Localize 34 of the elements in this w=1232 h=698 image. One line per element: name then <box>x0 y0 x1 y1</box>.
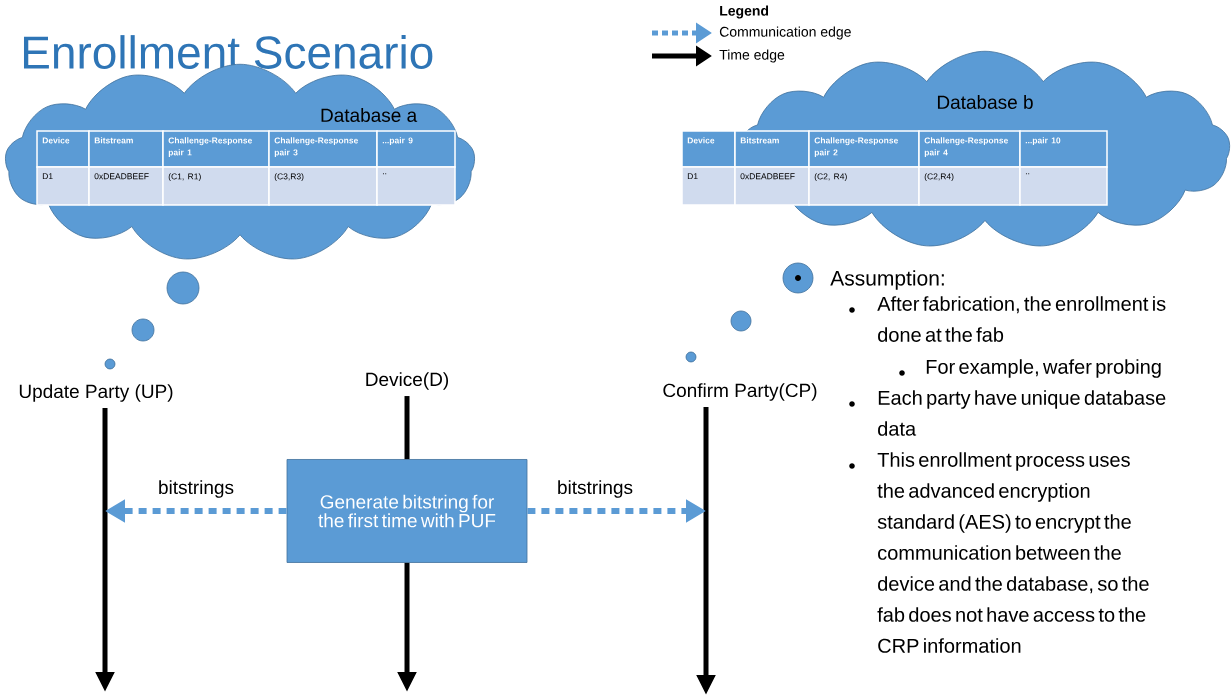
table-cell: (C2, R4) <box>808 166 920 206</box>
note-heading: Assumption: <box>830 270 944 290</box>
table-cell: .. <box>376 166 456 206</box>
party-label: Device(D) <box>366 372 449 390</box>
note-text: Each party have unique database data <box>878 390 1166 436</box>
table-cell: Device <box>681 130 736 168</box>
table-cell: D1 <box>36 166 90 206</box>
table-cell: Challenge-Response pair 3 <box>268 130 378 168</box>
table-cell: Device <box>36 130 90 168</box>
table-cell: (C2,R4) <box>918 166 1021 206</box>
table-cell: Challenge-Response pair 2 <box>808 130 920 168</box>
table-cell: (C3,R3) <box>268 166 378 206</box>
table-cell: Bitstream <box>88 130 164 168</box>
table-cell: Challenge-Response pair 4 <box>918 130 1021 168</box>
party-label: Update Party (UP) <box>19 384 173 402</box>
table-cell: Challenge-Response pair 1 <box>162 130 270 168</box>
table-cell: ...pair 10 <box>1019 130 1108 168</box>
legend-heading: Legend <box>720 5 769 19</box>
table-cell: ...pair 9 <box>376 130 456 168</box>
note-text: After fabrication, the enrollment is done at the fab <box>877 296 1166 342</box>
table-cell: D1 <box>681 166 736 206</box>
table-cell: .. <box>1019 166 1108 206</box>
edge-label: bitstrings <box>555 478 635 500</box>
party-label: Confirm Party(CP) <box>663 383 817 401</box>
table-cell: (C1, R1) <box>162 166 270 206</box>
note-text: For example, wafer probing <box>926 359 1161 378</box>
legend-label: Communication edge <box>719 26 851 40</box>
table-cell: 0xDEADBEEF <box>734 166 810 206</box>
edge-label: bitstrings <box>156 478 236 500</box>
timeline <box>404 396 410 460</box>
note-text: This enrollment process uses the advanced encryption standard (AES) to encrypt the communication between the device and the database, so the fab does not have access to the CRP information <box>877 452 1149 653</box>
process-box: Generate bitstring for the first time with PUF <box>286 459 528 563</box>
table-cell: Bitstream <box>734 130 810 168</box>
table-cell: 0xDEADBEEF <box>88 166 164 206</box>
